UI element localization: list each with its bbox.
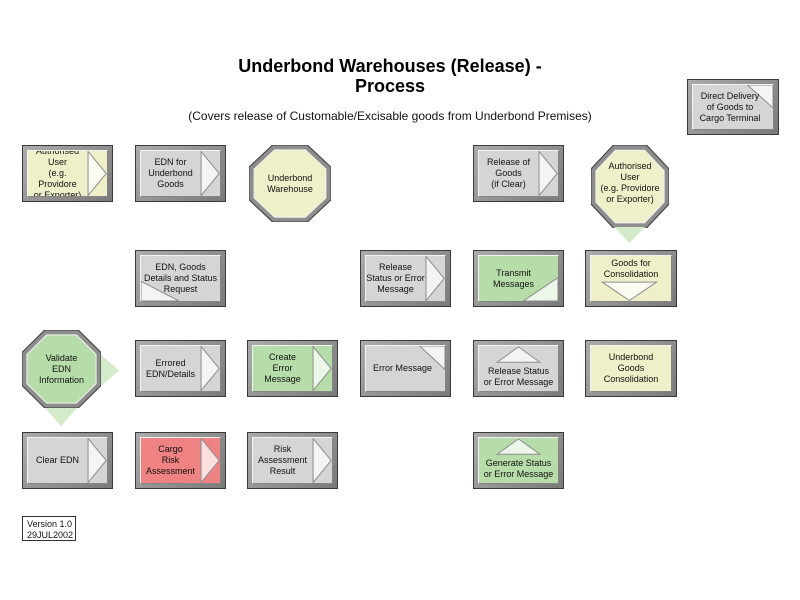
node-fill: Transmit Messages (478, 255, 559, 302)
node-fill: Underbond Goods Consolidation (590, 345, 672, 392)
clear-edn-label: Clear EDN (35, 455, 79, 465)
node-underbond-goods-consolidation: Underbond Goods Consolidation (585, 340, 677, 397)
right-arrow-icon (479, 151, 558, 196)
edn-for-underbond-goods-label: EDN for Underbond Goods (148, 157, 193, 189)
authorised-user-source-label: Authorised User (e.g. Providore or Expor… (33, 150, 82, 197)
up-arrow-icon (479, 346, 558, 391)
node-fill: Authorised User (e.g. Providore or Expor… (27, 150, 108, 197)
validate-edn-information-label: Validate EDN Information (38, 352, 85, 385)
node-fill: Goods for Consolidation (590, 255, 672, 302)
create-error-message-label: Create Error Message (264, 352, 301, 384)
node-clear-edn: Clear EDN (22, 432, 113, 489)
node-goods-for-consolidation: Goods for Consolidation (585, 250, 677, 307)
node-release-status-or-error-received: Release Status or Error Message (473, 340, 564, 397)
right-arrow-icon (28, 438, 107, 483)
node-create-error-message: Create Error Message (247, 340, 338, 397)
node-transmit-messages: Transmit Messages (473, 250, 564, 307)
direct-delivery-label: Direct Delivery of Goods to Cargo Termin… (699, 90, 761, 123)
underbond-warehouse-label: Underbond Warehouse (267, 172, 313, 194)
title-line-2: Process (354, 76, 426, 96)
folded-corner-icon (141, 256, 220, 301)
folded-corner-icon (693, 85, 773, 129)
node-fill: Create Error Message (252, 345, 333, 392)
right-arrow-icon (366, 256, 445, 301)
edn-goods-details-request-label: EDN, Goods Details and Status Request (143, 262, 218, 294)
node-generate-status-or-error: Generate Status or Error Message (473, 432, 564, 489)
node-edn-for-underbond-goods: EDN for Underbond Goods (135, 145, 226, 202)
connector-arrow-down-icon (45, 408, 77, 426)
node-edn-goods-details-request: EDN, Goods Details and Status Request (135, 250, 226, 307)
node-fill: Generate Status or Error Message (478, 437, 559, 484)
node-authorised-user-source: Authorised User (e.g. Providore or Expor… (22, 145, 113, 202)
folded-corner-icon (366, 346, 445, 391)
node-fill: Cargo Risk Assessment (140, 437, 221, 484)
diagram-title: Underbond Warehouses (Release) - Process (190, 56, 590, 96)
right-arrow-icon (141, 151, 220, 196)
errored-edn-details-label: Errored EDN/Details (145, 357, 195, 379)
node-fill: Direct Delivery of Goods to Cargo Termin… (692, 84, 774, 130)
risk-assessment-result-label: Risk Assessment Result (257, 444, 308, 476)
right-arrow-icon (28, 151, 107, 196)
cargo-risk-assessment-label: Cargo Risk Assessment (145, 444, 196, 476)
octagon-shape (249, 145, 331, 222)
folded-corner-icon (479, 256, 558, 301)
node-fill: EDN for Underbond Goods (140, 150, 221, 197)
connector-arrow-right-icon (101, 355, 119, 386)
diagram-subtitle: (Covers release of Customable/Excisable … (188, 109, 592, 123)
right-arrow-icon (141, 438, 220, 483)
node-fill: Error Message (365, 345, 446, 392)
node-cargo-risk-assessment: Cargo Risk Assessment (135, 432, 226, 489)
node-fill: Release Status or Error Message (365, 255, 446, 302)
right-arrow-icon (141, 346, 220, 391)
node-errored-edn-details: Errored EDN/Details (135, 340, 226, 397)
release-of-goods-label: Release of Goods (if Clear) (486, 157, 531, 189)
down-arrow-icon (591, 256, 671, 301)
node-fill: Clear EDN (27, 437, 108, 484)
node-fill: EDN, Goods Details and Status Request (140, 255, 221, 302)
transmit-messages-label: Transmit Messages (492, 267, 535, 289)
version-date: 29JUL2002 (27, 530, 74, 540)
authorised-user-receiver-label: Authorised User (e.g. Providore or Expor… (600, 160, 660, 204)
right-arrow-icon (253, 346, 332, 391)
octagon-shape (591, 145, 669, 228)
underbond-goods-consolidation-label: Underbond Goods Consolidation (603, 352, 659, 384)
node-error-message: Error Message (360, 340, 451, 397)
connector-arrow-down-icon (614, 227, 645, 243)
node-fill: Errored EDN/Details (140, 345, 221, 392)
generate-status-or-error-label: Generate Status or Error Message (483, 457, 554, 479)
node-fill: Risk Assessment Result (252, 437, 333, 484)
node-release-status-or-error-sent: Release Status or Error Message (360, 250, 451, 307)
version-box: Version 1.0 29JUL2002 (22, 516, 76, 541)
right-arrow-icon (253, 438, 332, 483)
octagon-shape (22, 330, 101, 408)
version-number: Version 1.0 (27, 519, 73, 529)
error-message-label: Error Message (372, 363, 433, 373)
node-risk-assessment-result: Risk Assessment Result (247, 432, 338, 489)
node-authorised-user-receiver: Authorised User (e.g. Providore or Expor… (591, 145, 669, 228)
goods-for-consolidation-label: Goods for Consolidation (603, 258, 659, 279)
node-direct-delivery: Direct Delivery of Goods to Cargo Termin… (687, 79, 779, 135)
node-release-of-goods: Release of Goods (if Clear) (473, 145, 564, 202)
release-status-or-error-sent-label: Release Status or Error Message (366, 262, 425, 294)
node-underbond-warehouse: Underbond Warehouse (249, 145, 331, 222)
up-arrow-icon (479, 438, 558, 483)
node-fill: Release Status or Error Message (478, 345, 559, 392)
release-status-or-error-received-label: Release Status or Error Message (483, 365, 554, 387)
node-validate-edn-information: Validate EDN Information (22, 330, 101, 408)
title-line-1: Underbond Warehouses (Release) - (238, 56, 542, 76)
node-fill: Release of Goods (if Clear) (478, 150, 559, 197)
